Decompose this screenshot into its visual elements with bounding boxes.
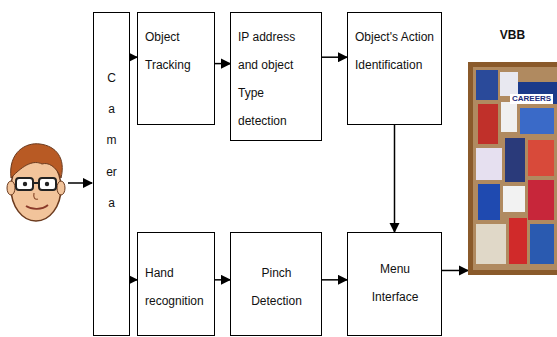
box-label: Pinch Detection (238, 259, 315, 315)
board-sign: CAREERS (510, 94, 553, 104)
flow-arrow (215, 63, 230, 65)
face-arrow (68, 182, 92, 184)
person-face (4, 138, 68, 230)
process-box: Pinch Detection (230, 232, 322, 336)
box-label: Object Tracking (145, 23, 208, 79)
process-box: Hand recognition (137, 232, 215, 336)
flow-arrow (322, 56, 347, 58)
bulletin-board-node: VBB (468, 22, 557, 277)
flow-arrow (215, 279, 230, 281)
box-label: Camera (106, 63, 118, 219)
picture-title: VBB (468, 22, 557, 42)
process-box: IP address and object Type detection (230, 12, 322, 141)
camera-box: Camera (93, 12, 130, 336)
box-label: Menu Interface (355, 255, 435, 311)
box-label: IP address and object Type detection (238, 23, 315, 135)
flow-arrow (130, 279, 137, 281)
process-box: Menu Interface (347, 232, 442, 336)
flow-arrow (394, 125, 396, 232)
process-box: Object's Action Identification (347, 12, 442, 125)
box-label: Object's Action Identification (355, 23, 435, 79)
flow-arrow (130, 56, 137, 58)
flow-arrow (442, 270, 468, 272)
flow-arrow (322, 279, 347, 281)
box-label: Hand recognition (145, 259, 208, 315)
process-box: Object Tracking (137, 12, 215, 125)
